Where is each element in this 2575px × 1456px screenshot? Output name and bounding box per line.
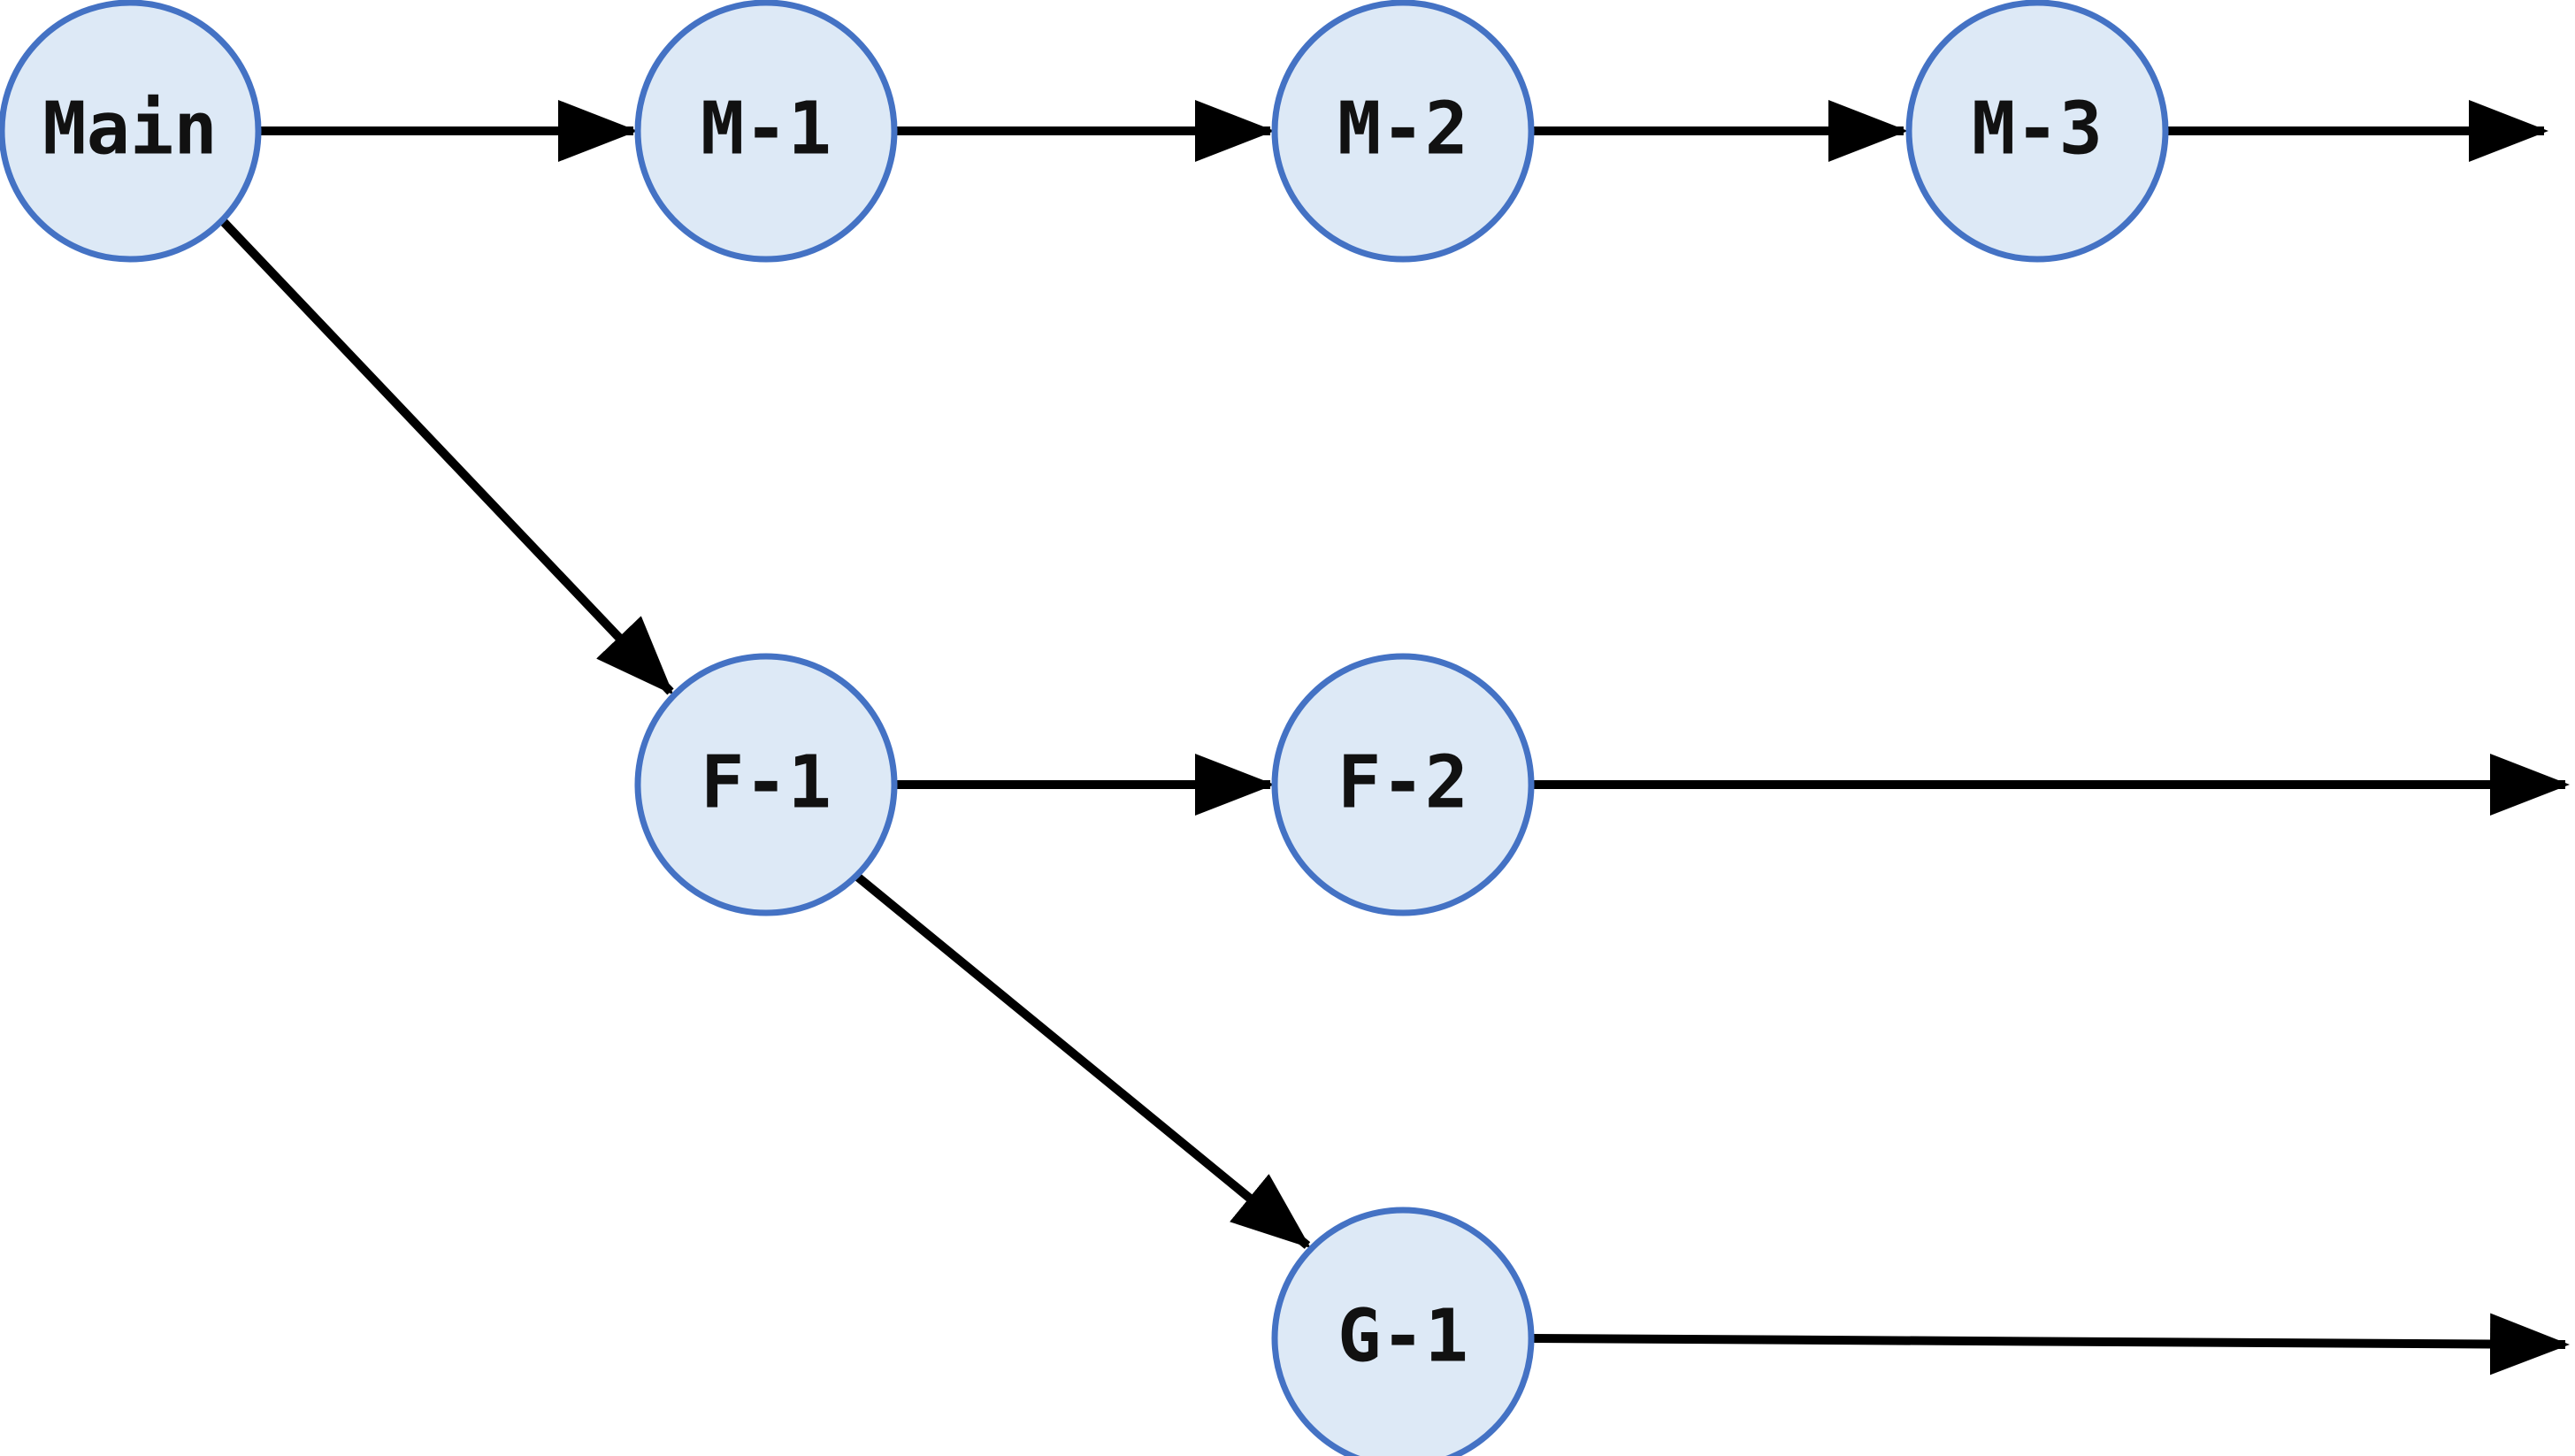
node-f1-label: F-1 <box>701 741 832 825</box>
node-f1-circle <box>634 653 898 916</box>
node-main: Main <box>0 0 262 263</box>
node-m1-circle <box>634 0 898 263</box>
node-m1: M-1 <box>634 0 898 263</box>
node-m2-label: M-2 <box>1337 88 1468 172</box>
node-main-circle <box>0 0 262 263</box>
node-main-label: Main <box>42 88 217 172</box>
edge-f1-to-g1 <box>853 872 1311 1249</box>
node-f2-circle <box>1271 653 1535 916</box>
node-f1: F-1 <box>634 653 898 916</box>
node-f2-label: F-2 <box>1337 741 1468 825</box>
node-m2-circle <box>1271 0 1535 263</box>
node-m3-circle <box>1905 0 2169 263</box>
node-m3: M-3 <box>1905 0 2169 263</box>
node-f2: F-2 <box>1271 653 1535 916</box>
node-g1-label: G-1 <box>1337 1295 1468 1379</box>
node-g1-circle <box>1271 1207 1535 1456</box>
node-m3-label: M-3 <box>1972 88 2103 172</box>
edge-main-to-f1 <box>219 218 674 695</box>
edge-g1-to-continuation <box>1531 1313 2570 1376</box>
node-m1-label: M-1 <box>701 88 832 172</box>
edges-layer <box>219 100 2570 1376</box>
node-m2: M-2 <box>1271 0 1535 263</box>
node-g1: G-1 <box>1271 1207 1535 1456</box>
nodes-layer: Main M-1 M-2 M-3 F-1 F-2 G-1 <box>0 0 2169 1456</box>
